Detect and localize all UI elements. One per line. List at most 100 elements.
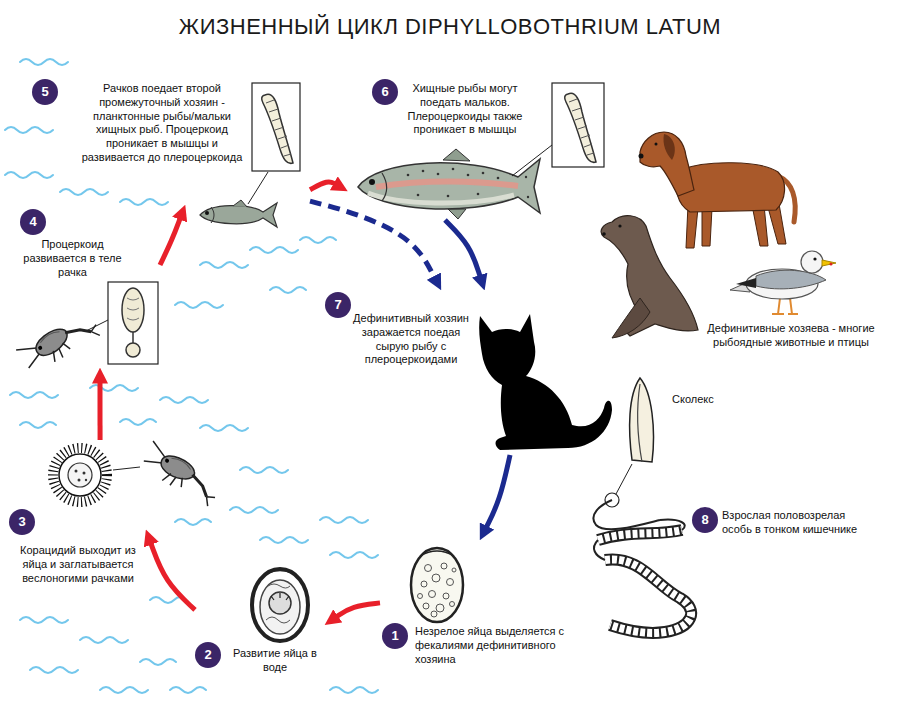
infected-copepod-part xyxy=(86,320,108,331)
water-waves-part xyxy=(30,667,78,673)
water-waves-part xyxy=(120,419,156,425)
dog-part xyxy=(663,134,674,160)
egg-immature-part xyxy=(420,551,454,556)
coracidium-part xyxy=(113,467,140,470)
egg-developing-part xyxy=(260,580,300,634)
infected-copepod-part xyxy=(16,304,102,379)
callout-number: 7 xyxy=(325,292,351,318)
water-waves-part xyxy=(250,247,298,253)
water-waves-part xyxy=(100,687,148,693)
stage-group: 1Незрелое яйца выделяется с фекалиями де… xyxy=(380,540,595,671)
stage-description: Корацидий выходит из яйца и заглатываетс… xyxy=(12,544,144,585)
water-waves-part xyxy=(320,517,368,523)
egg-developing-part xyxy=(269,592,291,614)
egg-immature-part-part xyxy=(450,602,455,607)
infected-copepod-part xyxy=(132,332,134,343)
egg-immature xyxy=(411,548,463,622)
predatory-fish-part-part xyxy=(369,179,375,185)
dog xyxy=(639,132,796,248)
egg-immature-part-part xyxy=(431,611,437,617)
water-waves-part xyxy=(80,637,128,643)
infected-copepod-part xyxy=(108,282,158,364)
predatory-fish-part-part xyxy=(358,159,540,213)
predatory-fish-part-part-part xyxy=(482,172,485,175)
coracidium xyxy=(53,448,140,502)
callout-number: 2 xyxy=(195,642,221,668)
dog-part xyxy=(640,132,694,196)
predatory-fish-part-part-part xyxy=(477,193,480,196)
diagram-title: ЖИЗНЕННЫЙ ЦИКЛ DIPHYLLOBOTHRIUM LATUM xyxy=(0,14,900,40)
plankton-fish-part xyxy=(262,94,293,163)
water-waves-part xyxy=(240,467,288,473)
cycle-arrow xyxy=(336,603,380,617)
plankton-fish-part xyxy=(248,172,268,204)
plankton-fish-part xyxy=(200,200,277,227)
coracidium-part xyxy=(68,463,92,487)
plankton-fish-part xyxy=(252,83,300,171)
water-waves-part xyxy=(175,302,223,308)
coracidium-part-part xyxy=(78,479,81,482)
plankton-fish-part-part xyxy=(205,211,209,215)
coracidium-part xyxy=(75,470,88,482)
adult-tapeworm-part xyxy=(598,530,682,540)
sea-lion-part xyxy=(618,224,621,227)
water-waves-part xyxy=(60,189,108,195)
seagull-part xyxy=(772,298,798,314)
water-waves-part xyxy=(20,422,56,428)
egg-immature-part-part xyxy=(447,579,454,586)
stage-group: 8Взрослая половозрелая особь в тонком ки… xyxy=(575,505,875,650)
water-waves-part xyxy=(300,237,336,243)
infected-copepod xyxy=(16,282,158,380)
water-waves-part xyxy=(20,617,68,623)
dog-part xyxy=(655,143,658,146)
egg-immature-part-part xyxy=(452,568,456,572)
dog-part xyxy=(702,208,712,246)
seagull xyxy=(730,251,836,314)
coracidium-part-part xyxy=(85,479,87,481)
predatory-fish-part-part-part xyxy=(467,174,470,177)
dog-part xyxy=(752,205,768,246)
predatory-fish-part-part-part xyxy=(447,195,450,198)
adult-tapeworm-part xyxy=(594,520,685,560)
cat-silhouette-part xyxy=(479,314,612,450)
sea-lion-part xyxy=(601,216,698,336)
stage-group: 6Хищные рыбы могут поедать мальков. Плер… xyxy=(346,78,610,220)
egg-immature-part-part xyxy=(441,563,447,569)
seagull-part xyxy=(822,260,836,266)
infected-copepod-part xyxy=(127,298,139,320)
adult-tapeworm-part xyxy=(605,559,691,632)
water-waves-part xyxy=(20,59,68,65)
edge-group xyxy=(100,182,510,617)
seagull-part xyxy=(813,257,816,260)
water-waves-part xyxy=(270,287,306,293)
sea-lion-part xyxy=(612,298,650,338)
water-waves-part xyxy=(230,507,278,513)
plankton-fish-part-part xyxy=(233,200,247,207)
infected-copepod-part xyxy=(122,288,144,332)
predatory-fish-part-part-part xyxy=(437,173,440,176)
predatory-fish-part-part xyxy=(368,193,514,203)
egg-developing xyxy=(252,569,308,641)
note-label: Дефинитивные хозяева - многие рыбоядные … xyxy=(705,322,877,350)
cycle-arrow xyxy=(310,201,435,277)
plankton-fish-part-part xyxy=(211,207,214,223)
egg-immature-part xyxy=(411,548,463,622)
egg-developing-part xyxy=(271,593,289,600)
coracidium-part xyxy=(59,454,101,496)
egg-immature-part-part xyxy=(423,603,429,609)
egg-immature-part-part xyxy=(436,604,444,612)
predatory-fish xyxy=(358,83,604,219)
water-waves-part xyxy=(200,262,248,268)
stage-group: 2Развитие яйца в воде xyxy=(195,565,325,680)
adult-tapeworm xyxy=(593,493,691,633)
predatory-fish-part-part xyxy=(407,168,530,199)
cycle-arrow xyxy=(151,543,195,610)
water-waves-part xyxy=(120,199,168,205)
egg-immature-part-part xyxy=(421,581,427,587)
callout-number: 8 xyxy=(692,507,718,533)
water-waves-part xyxy=(140,659,176,665)
water-waves-part xyxy=(330,687,378,693)
seagull-part xyxy=(736,278,756,288)
